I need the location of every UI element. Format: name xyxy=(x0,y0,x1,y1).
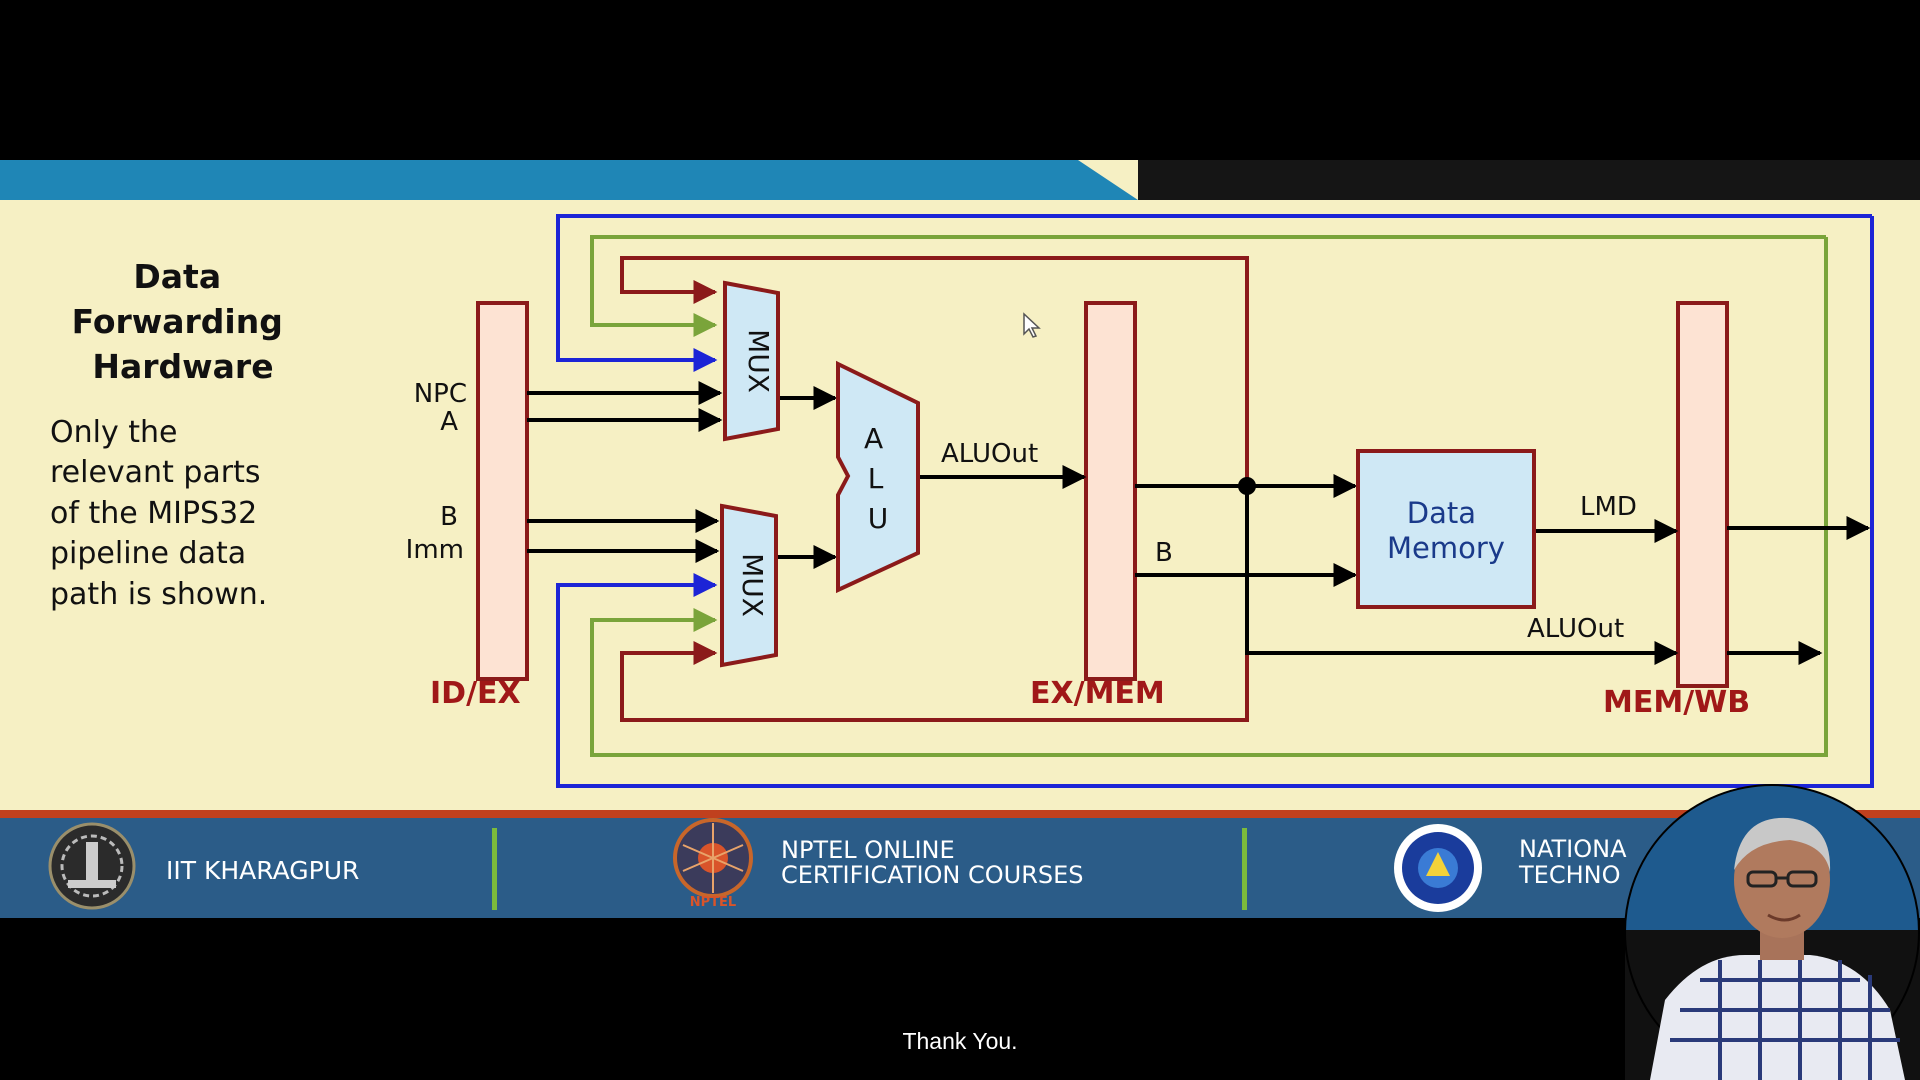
header-bar xyxy=(0,160,1138,200)
subtitle-caption: Thank You. xyxy=(902,1028,1018,1054)
mux-top xyxy=(723,280,780,442)
memory-line: Data xyxy=(1407,496,1476,530)
title-line: Hardware xyxy=(92,347,273,386)
alu-letter: L xyxy=(868,462,884,495)
forward-path-green xyxy=(590,235,1828,757)
iit-kharagpur-logo xyxy=(48,822,136,910)
slide-description: Only the relevant parts of the MIPS32 pi… xyxy=(50,415,270,612)
exmem-latch xyxy=(1084,301,1137,681)
nptel-logo-text: NPTEL xyxy=(690,895,736,910)
national-institute-label: NATIONA TECHNO xyxy=(1518,835,1634,889)
national-institute-logo xyxy=(1394,824,1482,912)
description-line: pipeline data xyxy=(50,536,246,571)
memory-line: Memory xyxy=(1387,531,1505,565)
input-label-a: A xyxy=(440,407,458,437)
footer-divider xyxy=(492,828,497,910)
input-label-imm: Imm xyxy=(406,535,464,565)
description-line: of the MIPS32 xyxy=(50,496,257,531)
description-line: Only the xyxy=(50,415,178,450)
footer-bar xyxy=(0,818,1920,918)
header-dark-band xyxy=(1138,160,1920,200)
national-line: TECHNO xyxy=(1518,861,1620,889)
footer-red-line xyxy=(0,810,1920,818)
mux-top-label: MUX xyxy=(742,329,775,393)
nptel-line: CERTIFICATION COURSES xyxy=(781,861,1084,889)
speaker-video-overlay xyxy=(1624,784,1920,1080)
aluout2-label: ALUOut xyxy=(1527,614,1624,644)
mux-bottom xyxy=(720,503,778,668)
iit-kharagpur-label: IIT KHARAGPUR xyxy=(166,856,359,885)
title-line: Forwarding xyxy=(72,302,283,341)
description-line: path is shown. xyxy=(50,577,267,612)
data-memory-label: Data Memory xyxy=(1387,496,1505,565)
data-memory-block xyxy=(1356,449,1536,609)
b-label: B xyxy=(1155,538,1173,568)
aluout-label: ALUOut xyxy=(941,439,1038,469)
nptel-course-label: NPTEL ONLINE CERTIFICATION COURSES xyxy=(781,836,1084,889)
forward-path-blue xyxy=(556,214,1874,788)
alu-block xyxy=(836,360,920,594)
alu-letter: A xyxy=(864,422,883,455)
idex-latch xyxy=(476,301,529,681)
slide-background xyxy=(0,160,1920,810)
national-line: NATIONA xyxy=(1519,835,1627,863)
input-label-b: B xyxy=(440,502,458,532)
footer-divider xyxy=(1242,828,1247,910)
nptel-line: NPTEL ONLINE xyxy=(781,836,955,864)
mouse-cursor-icon xyxy=(1023,312,1041,338)
exmem-label: EX/MEM xyxy=(1030,676,1165,711)
memwb-label: MEM/WB xyxy=(1603,685,1750,720)
idex-label: ID/EX xyxy=(430,676,521,711)
junction-dot xyxy=(1238,477,1256,495)
title-line: Data xyxy=(133,257,221,296)
memwb-latch xyxy=(1676,301,1729,688)
lmd-label: LMD xyxy=(1580,492,1637,522)
alu-letter: U xyxy=(868,502,889,535)
slide-title: Data Forwarding Hardware xyxy=(72,257,295,386)
input-label-npc: NPC xyxy=(414,379,467,409)
alu-label: A L U xyxy=(864,422,892,535)
nptel-logo xyxy=(673,818,753,898)
datapath-wires xyxy=(527,381,1871,665)
mux-bottom-label: MUX xyxy=(736,553,769,617)
description-line: relevant parts xyxy=(50,455,261,490)
